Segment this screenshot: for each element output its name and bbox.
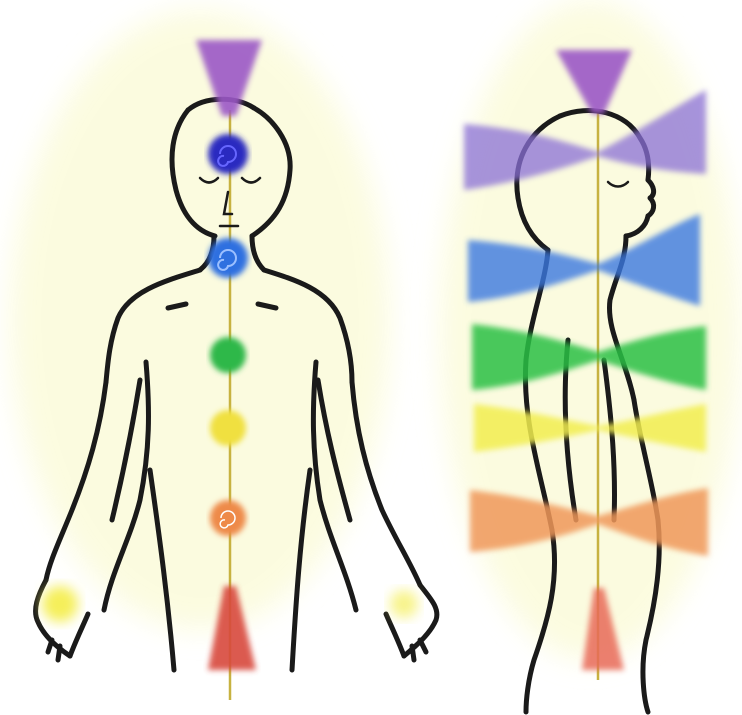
throat-chakra-disc: [208, 238, 248, 278]
third-eye-chakra-disc: [208, 134, 248, 174]
sacral-chakra-disc: [210, 500, 246, 536]
left-hand-glow: [42, 586, 78, 622]
solar-plexus-chakra-disc: [210, 410, 246, 446]
heart-chakra-disc: [210, 337, 246, 373]
right-hand-glow: [390, 590, 418, 618]
